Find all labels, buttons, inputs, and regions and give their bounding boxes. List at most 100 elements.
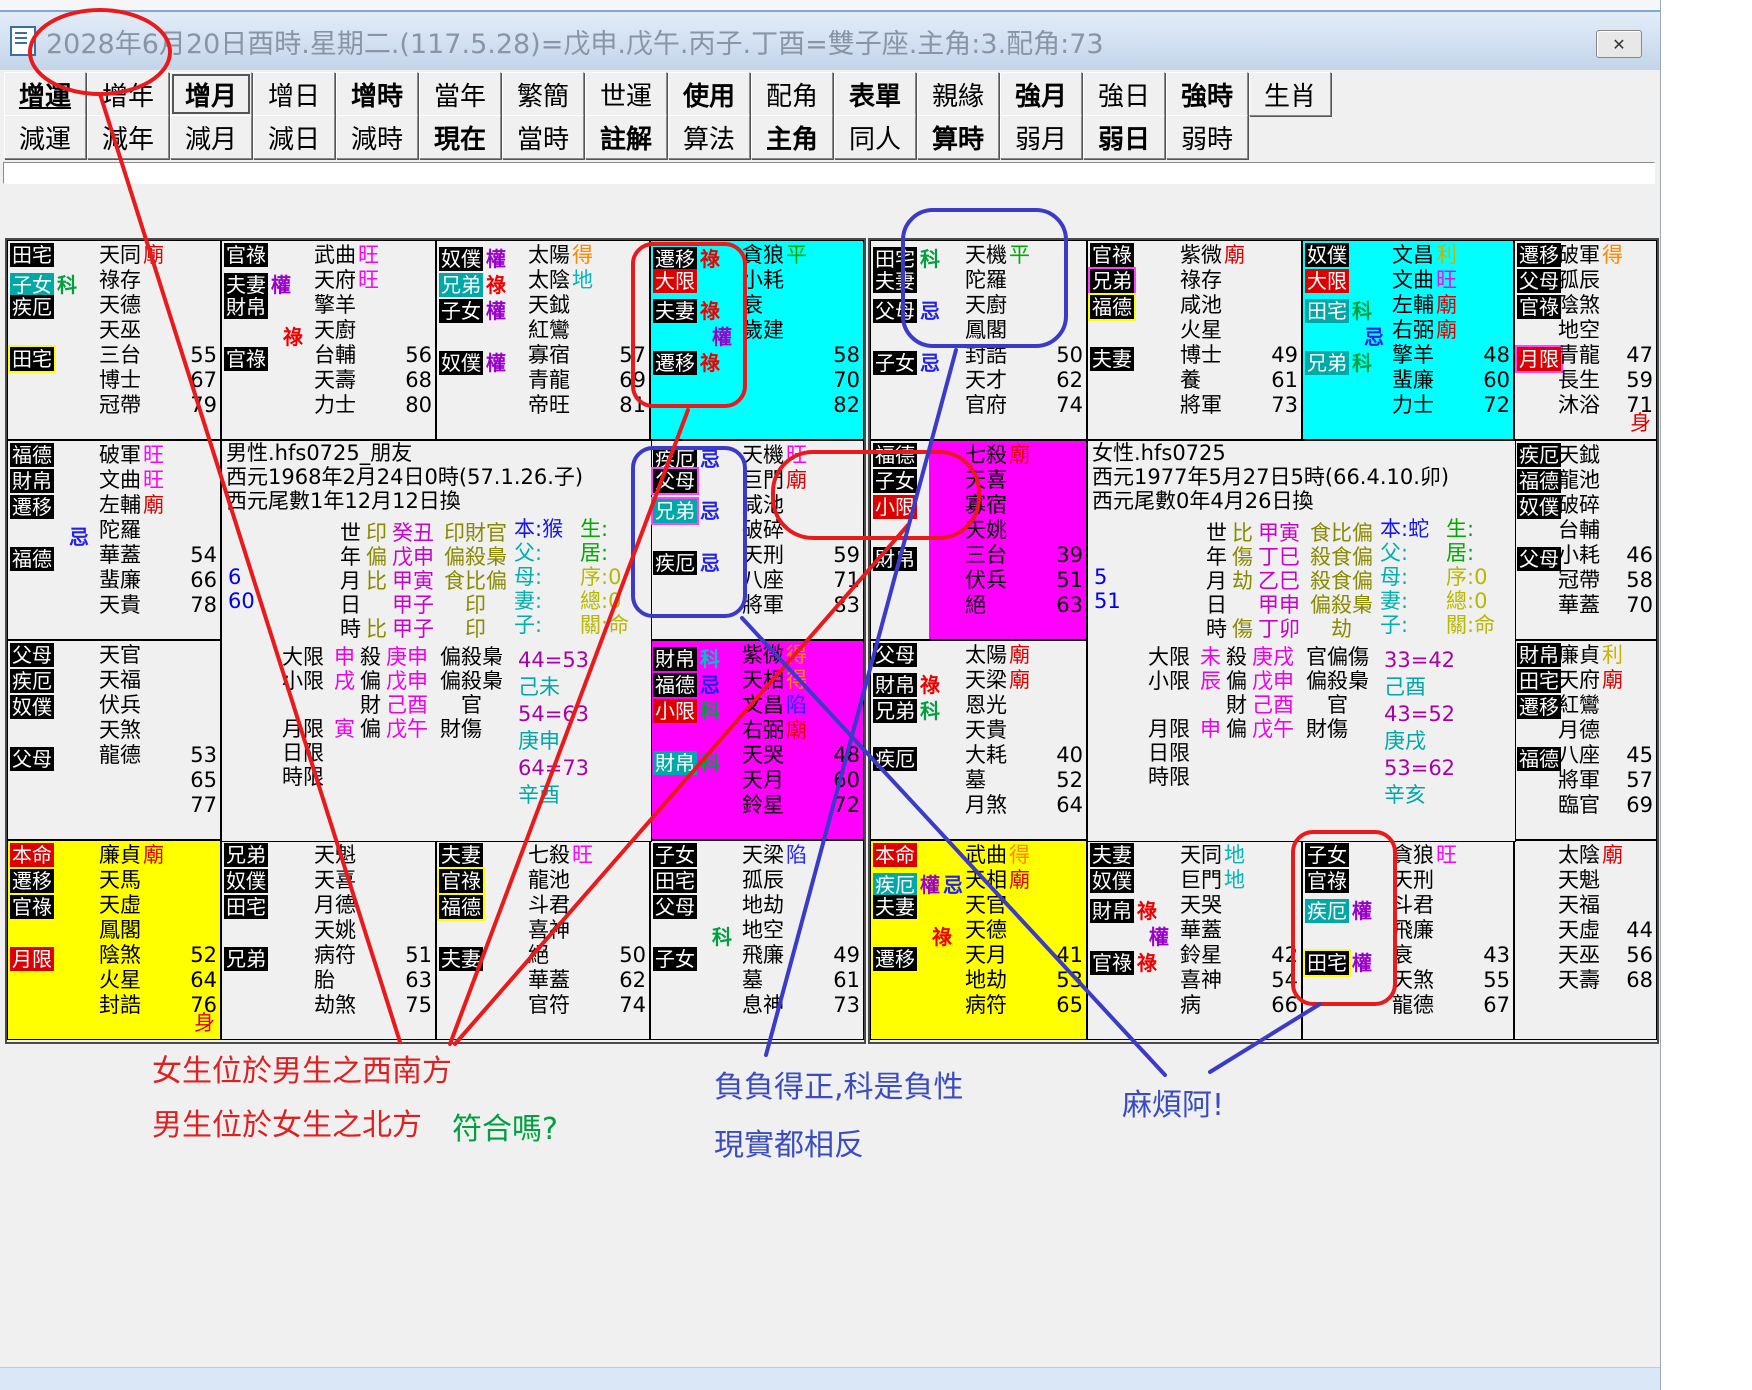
star-line: 天梁廟 — [965, 668, 1030, 692]
palace-label: 夫妻 — [224, 273, 268, 297]
toolbar-button-r2-2[interactable]: 減年 — [87, 115, 169, 159]
toolbar-button-r1-1[interactable]: 增運 — [4, 72, 86, 116]
toolbar-button-r2-11[interactable]: 同人 — [834, 115, 916, 159]
toolbar-button-r1-2[interactable]: 增年 — [87, 72, 169, 116]
toolbar-button-r2-1[interactable]: 減運 — [4, 115, 86, 159]
toolbar-button-r1-5[interactable]: 增時 — [336, 72, 418, 116]
sihua-mark: 忌 — [69, 525, 89, 549]
star-line: 鳳閣 — [99, 918, 141, 942]
brightness-mark: 得 — [1602, 243, 1623, 267]
star-line: 文曲旺 — [1392, 268, 1457, 292]
palace-overlay-labels: 遷移祿大限夫妻祿權遷移祿 — [653, 243, 732, 375]
toolbar-button-r1-14[interactable]: 強日 — [1083, 72, 1165, 116]
toolbar-button-r1-6[interactable]: 當年 — [419, 72, 501, 116]
toolbar-button-r2-3[interactable]: 減月 — [170, 115, 252, 159]
toolbar-button-r2-10[interactable]: 主角 — [751, 115, 833, 159]
palace-label: 月限 — [10, 947, 54, 971]
brightness-mark: 廟 — [1436, 293, 1457, 317]
toolbar-button-r2-15[interactable]: 弱時 — [1166, 115, 1248, 159]
toolbar-button-r1-9[interactable]: 使用 — [668, 72, 750, 116]
toolbar-button-r1-8[interactable]: 世運 — [585, 72, 667, 116]
star-line: 天馬 — [99, 868, 141, 892]
toolbar-button-r1-16[interactable]: 生肖 — [1249, 72, 1331, 116]
toolbar-button-r2-8[interactable]: 註解 — [585, 115, 667, 159]
star-line: 紫微廟 — [1180, 243, 1245, 267]
star-line: 祿存 — [1180, 268, 1222, 292]
toolbar-button-r2-14[interactable]: 弱日 — [1083, 115, 1165, 159]
close-icon[interactable]: ✕ — [1596, 30, 1642, 58]
toolbar-button-r2-12[interactable]: 算時 — [917, 115, 999, 159]
toolbar-button-r2-7[interactable]: 當時 — [502, 115, 584, 159]
palace-label: 兄弟 — [224, 947, 268, 971]
male-center-line-2: 西元1968年2月24日0時(57.1.26.子) — [226, 465, 584, 489]
palace-overlay-labels: 本命疾厄權忌夫妻祿遷移 — [873, 843, 963, 973]
star-line: 天廚 — [965, 293, 1007, 317]
sihua-mark: 科 — [1352, 299, 1372, 323]
brightness-mark: 旺 — [572, 843, 593, 867]
command-input[interactable] — [3, 162, 1655, 184]
palace-label: 夫妻 — [873, 269, 917, 293]
toolbar-button-r1-12[interactable]: 親緣 — [917, 72, 999, 116]
toolbar-button-r1-3[interactable]: 增月 — [170, 72, 252, 116]
star-line: 天巫 — [99, 318, 141, 342]
toolbar-button-r2-4[interactable]: 減日 — [253, 115, 335, 159]
palace-overlay-labels: 兄弟奴僕田宅兄弟 — [224, 843, 268, 973]
palace-label: 兄弟 — [873, 699, 917, 723]
toolbar-button-r2-6[interactable]: 現在 — [419, 115, 501, 159]
toolbar-button-r2-9[interactable]: 算法 — [668, 115, 750, 159]
female-blue-number: 51 — [1094, 589, 1121, 613]
star-line: 天喜 — [314, 868, 356, 892]
toolbar-button-r2-13[interactable]: 弱月 — [1000, 115, 1082, 159]
star-line: 歲建 — [742, 318, 784, 342]
toolbar-button-r1-13[interactable]: 強月 — [1000, 72, 1082, 116]
toolbar-button-r2-5[interactable]: 減時 — [336, 115, 418, 159]
toolbar-button-r1-15[interactable]: 強時 — [1166, 72, 1248, 116]
toolbar-button-r1-10[interactable]: 配角 — [751, 72, 833, 116]
star-line: 廉貞廟 — [99, 843, 164, 867]
annotation-text-red-2: 男生位於女生之北方 — [152, 1108, 422, 1143]
toolbar-button-r1-11[interactable]: 表單 — [834, 72, 916, 116]
palace-label: 奴僕 — [439, 351, 483, 375]
palace-label: 疾厄 — [873, 873, 917, 897]
toolbar-row-1: 增運增年增月增日增時當年繁簡世運使用配角表單親緣強月強日強時生肖 — [4, 72, 1332, 116]
toolbar-button-r1-7[interactable]: 繁簡 — [502, 72, 584, 116]
star-line: 天機旺 — [742, 443, 807, 467]
toolbar-button-r1-4[interactable]: 增日 — [253, 72, 335, 116]
